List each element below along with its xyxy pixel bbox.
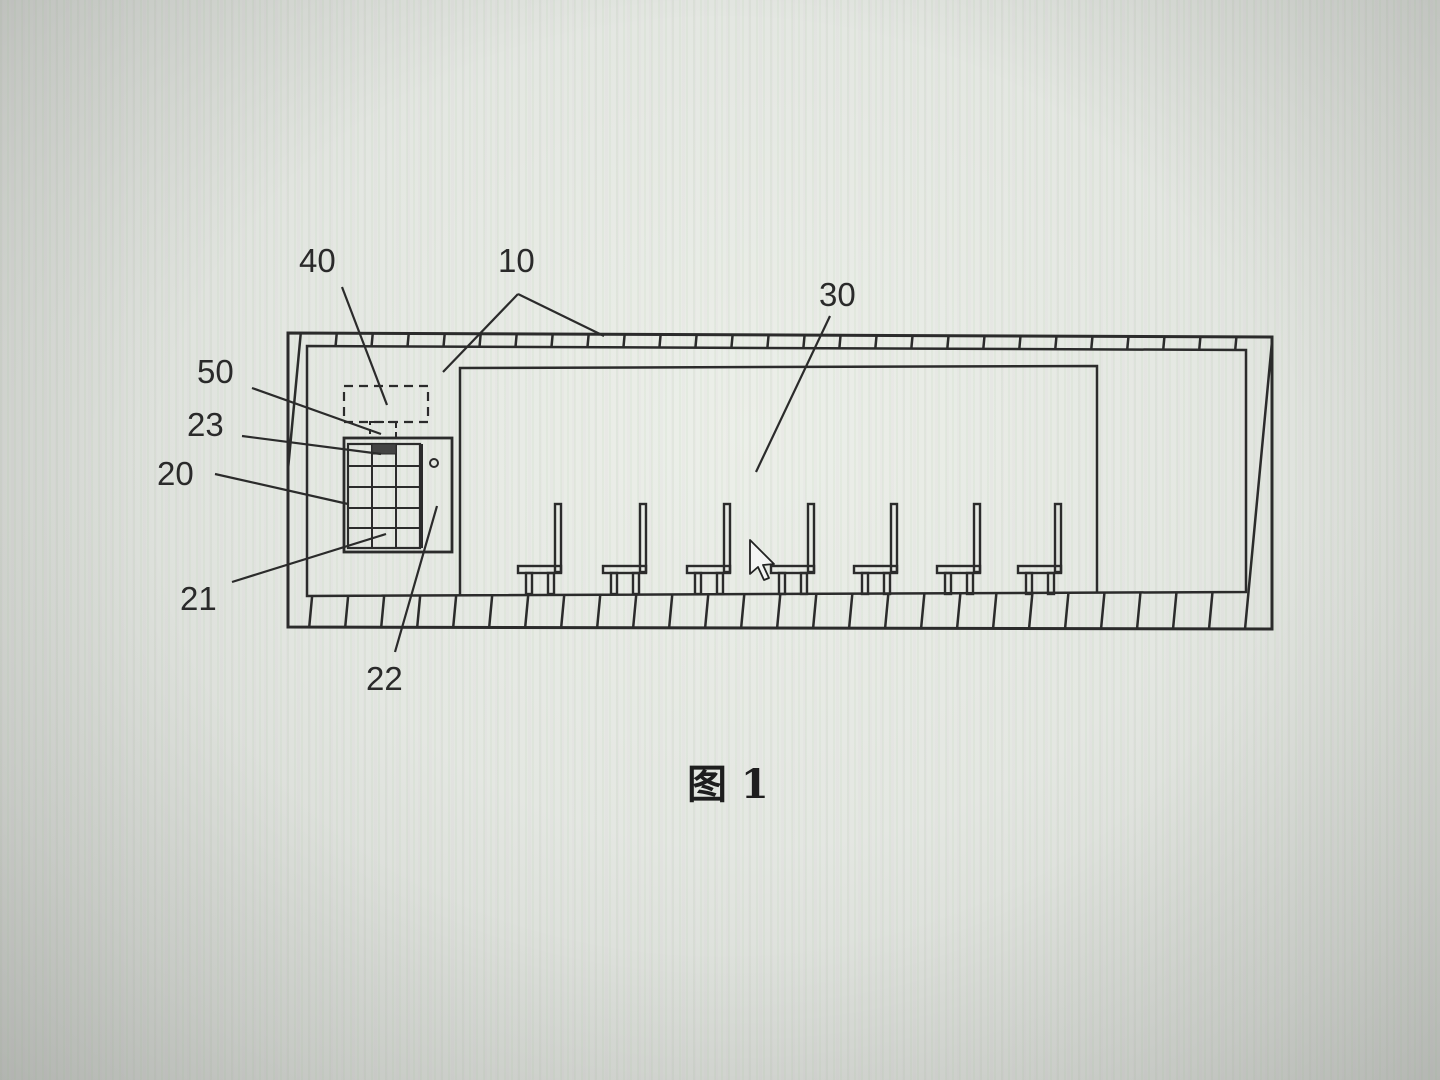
leader-23 (241, 434, 382, 456)
leader-21 (231, 532, 387, 584)
leader-40 (340, 286, 389, 406)
label-20: 20 (157, 455, 194, 492)
seat (601, 502, 648, 596)
leader-22 (393, 505, 439, 653)
seat-row (516, 502, 1063, 596)
door-knob (429, 458, 439, 468)
label-50: 50 (197, 353, 234, 390)
dashed-component-50 (369, 421, 397, 439)
mouse-pointer-icon (749, 539, 775, 581)
label-23: 23 (187, 406, 224, 443)
hatch-line (882, 333, 916, 629)
leader-10-a (442, 293, 519, 373)
figure-caption: 图 1 (687, 761, 769, 808)
hatch-line (1242, 333, 1272, 629)
seat (516, 502, 563, 596)
seat (685, 502, 732, 596)
leader-30 (755, 315, 831, 473)
leader-50 (251, 386, 382, 436)
leader-10-b (517, 293, 605, 337)
label-30: 30 (819, 276, 856, 313)
seat (769, 502, 816, 596)
outer-wall (286, 331, 1274, 631)
top-band-23 (371, 443, 397, 455)
leader-lines (214, 286, 831, 653)
hatch-line (288, 333, 304, 629)
cabinet-20 (342, 436, 454, 554)
seat (935, 502, 982, 596)
seat (852, 502, 899, 596)
grid-panel-21 (346, 442, 422, 550)
hatch-line (306, 333, 340, 629)
label-40: 40 (299, 242, 336, 279)
hatch-line (1316, 320, 1346, 640)
leader-20 (214, 472, 349, 506)
label-22: 22 (366, 660, 403, 697)
hatch-line (1280, 320, 1310, 640)
label-21: 21 (180, 580, 217, 617)
inner-room-outline (458, 364, 1099, 596)
label-10: 10 (498, 242, 535, 279)
seat (1016, 502, 1063, 596)
